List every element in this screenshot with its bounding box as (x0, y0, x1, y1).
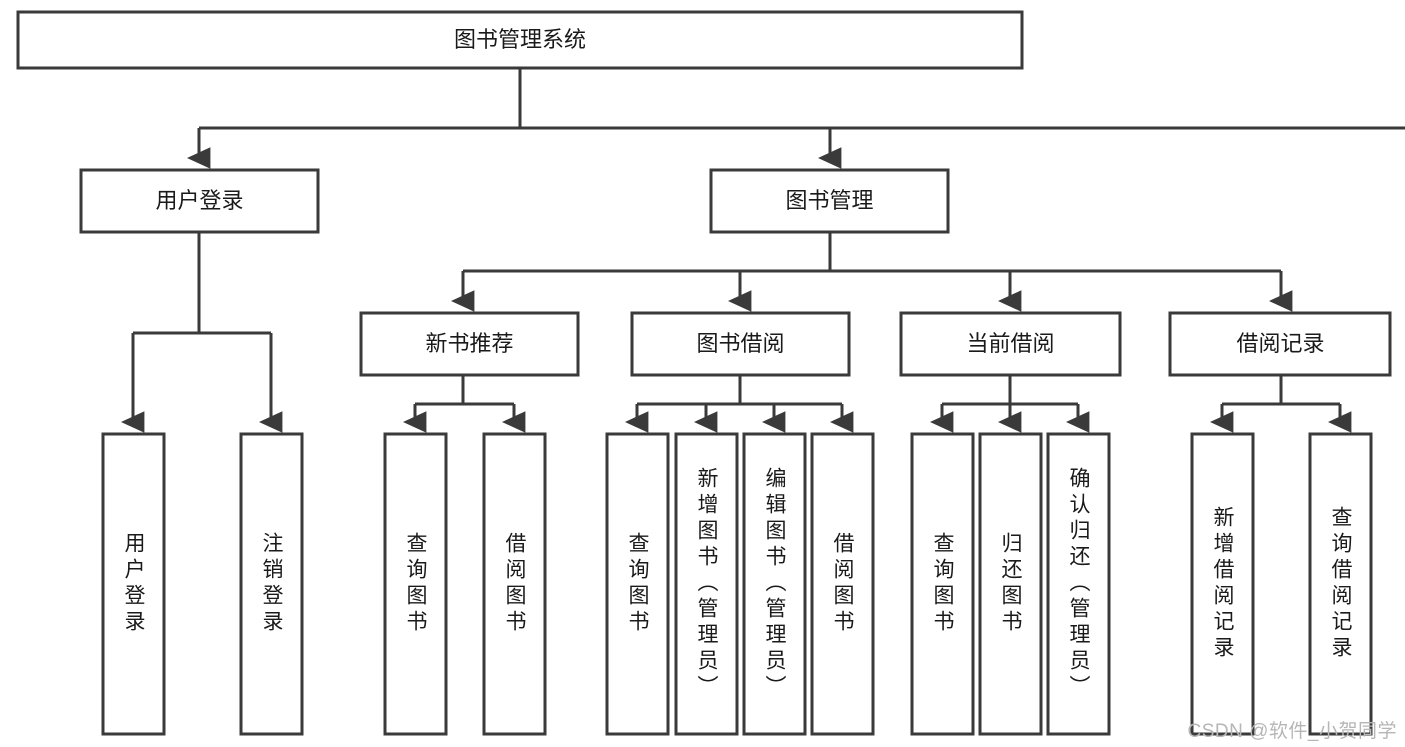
connector-userlogin-to-leaves (121, 232, 283, 433)
leaf-box-newbook-query[interactable] (383, 432, 448, 736)
node-book-borrow-label: 图书借阅 (696, 331, 784, 356)
connector-root-to-level2 (187, 68, 1405, 169)
leaf-box-user-login-login[interactable] (101, 432, 166, 736)
leaf-box-user-login-logout[interactable] (239, 432, 304, 736)
leaf-box-bookborrow-query[interactable] (605, 432, 670, 736)
connector-currentborrow-to-leaves (930, 375, 1090, 433)
node-new-book-recommend-label: 新书推荐 (425, 331, 513, 356)
node-borrow-record[interactable]: 借阅记录 (1168, 311, 1392, 377)
node-root-label: 图书管理系统 (454, 27, 586, 52)
csdn-watermark: CSDN @软件_小贺同学 (1187, 721, 1397, 742)
connector-borrowrecord-to-leaves (1210, 375, 1352, 433)
leaf-box-bookborrow-add[interactable] (674, 432, 739, 736)
leaf-box-bookborrow-borrow[interactable] (810, 432, 875, 736)
connector-bookborrow-to-leaves (625, 375, 854, 433)
node-current-borrow-label: 当前借阅 (966, 331, 1054, 356)
leaf-box-newbook-borrow[interactable] (482, 432, 547, 736)
leaf-box-currentborrow-confirm[interactable] (1046, 432, 1111, 736)
node-book-borrow[interactable]: 图书借阅 (630, 311, 851, 377)
connector-newbook-to-leaves (403, 375, 526, 433)
connector-bookmgmt-to-level3 (451, 232, 1293, 312)
node-new-book-recommend[interactable]: 新书推荐 (359, 311, 580, 377)
leaf-box-bookborrow-edit[interactable] (742, 432, 807, 736)
node-book-management-label: 图书管理 (785, 188, 873, 213)
node-user-login[interactable]: 用户登录 (79, 168, 320, 234)
leaf-box-borrowrecord-query[interactable] (1308, 432, 1373, 736)
leaf-box-currentborrow-return[interactable] (978, 432, 1043, 736)
node-borrow-record-label: 借阅记录 (1236, 331, 1324, 356)
node-user-login-label: 用户登录 (155, 188, 243, 213)
node-current-borrow[interactable]: 当前借阅 (899, 311, 1122, 377)
leaf-box-borrowrecord-add[interactable] (1190, 432, 1255, 736)
leaf-box-currentborrow-query[interactable] (910, 432, 975, 736)
node-book-management[interactable]: 图书管理 (709, 168, 950, 234)
node-root-system[interactable]: 图书管理系统 (16, 10, 1024, 70)
